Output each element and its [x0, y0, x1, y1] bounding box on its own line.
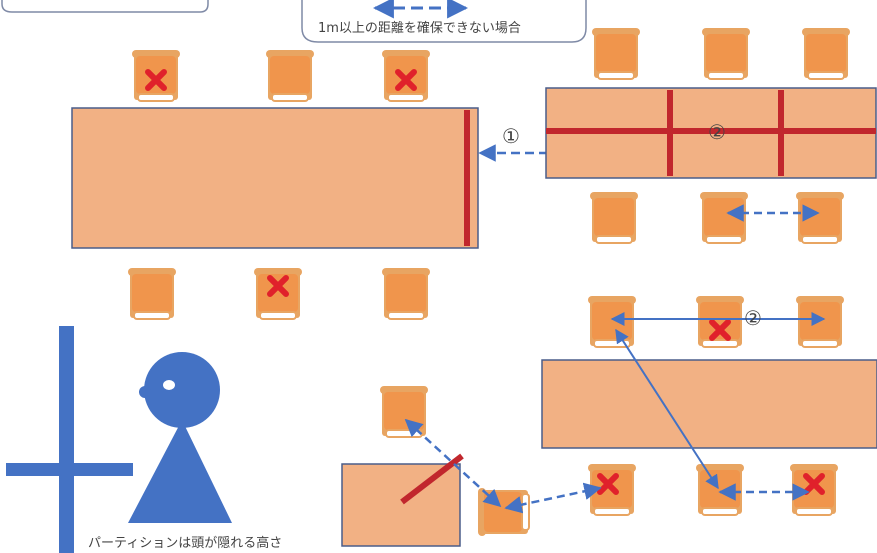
- left-table: [71, 107, 479, 249]
- chair: [591, 27, 641, 80]
- chair: [589, 191, 639, 244]
- distance-arrow: [404, 418, 502, 508]
- marker-label-2: ②: [744, 306, 762, 330]
- chair: [131, 49, 181, 102]
- chair: [477, 487, 530, 537]
- chair: [801, 27, 851, 80]
- partition-note: パーティションは頭が隠れる高さ: [88, 536, 283, 551]
- chair: [265, 49, 315, 102]
- chair: [381, 267, 431, 320]
- right-bottom-table: [541, 359, 877, 449]
- legend-text: 1m以上の距離を確保できない場合: [318, 21, 521, 36]
- partition-vertical: [667, 90, 673, 176]
- marker-label-1: ①: [502, 124, 520, 148]
- corner-box-fragment: [1, 0, 209, 13]
- chair: [127, 267, 177, 320]
- chair: [379, 385, 429, 438]
- chair: [695, 295, 745, 348]
- legend-box: [301, 0, 587, 43]
- left-table-partition: [464, 110, 470, 246]
- partition-vertical: [778, 90, 784, 176]
- chair: [701, 27, 751, 80]
- small-table: [341, 463, 461, 547]
- chair: [699, 191, 749, 244]
- chair: [381, 49, 431, 102]
- partition-horizontal: [546, 128, 876, 134]
- distance-arrow: [504, 482, 602, 514]
- standing-partition-base: [6, 463, 133, 476]
- marker-label-2: ②: [708, 120, 726, 144]
- chair: [587, 295, 637, 348]
- standing-partition-pole: [59, 326, 74, 553]
- chair: [253, 267, 303, 320]
- chair: [795, 191, 845, 244]
- chair: [795, 295, 845, 348]
- distance-arrow: [615, 328, 719, 490]
- person-icon: [128, 352, 232, 523]
- chair: [695, 463, 745, 516]
- chair: [789, 463, 839, 516]
